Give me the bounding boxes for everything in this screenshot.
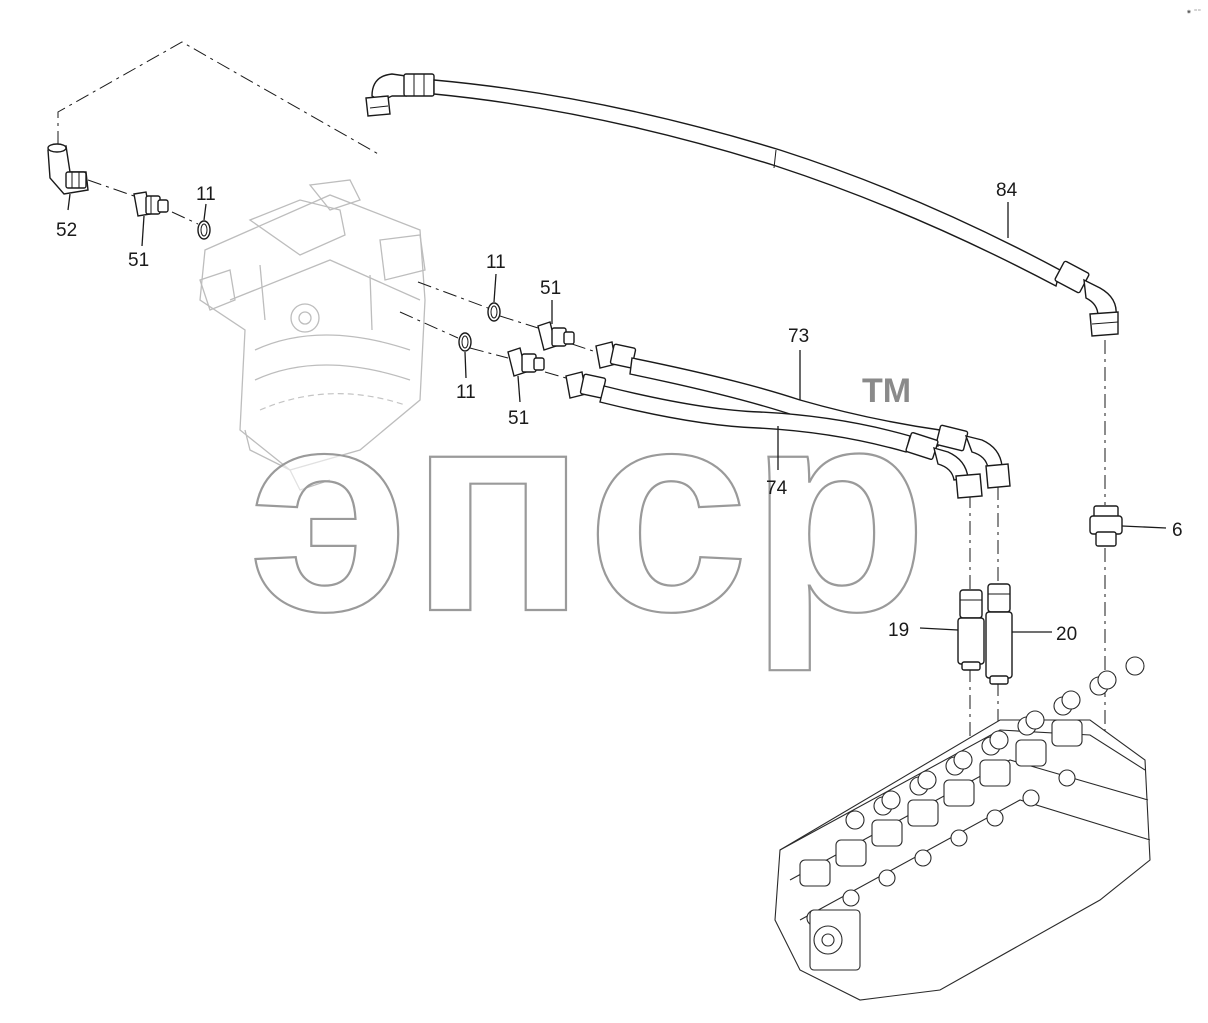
elbow-fitting-52 [47, 143, 89, 195]
callout-84: 84 [996, 180, 1018, 201]
valve-port [881, 790, 901, 810]
valve-spool-cap [799, 859, 831, 887]
leader-lines [67, 193, 1167, 633]
check-valve-19 [957, 589, 985, 671]
valve-port [989, 730, 1009, 750]
hose-84 [365, 73, 1119, 337]
o-ring-11-left-inner [200, 223, 208, 237]
hose-74 [565, 371, 983, 499]
callout-51-lower: 51 [508, 408, 529, 429]
check-valve-20 [985, 583, 1013, 685]
valve-bolt [986, 809, 1004, 827]
callout-73: 73 [788, 326, 809, 347]
callout-74: 74 [766, 478, 788, 499]
corner-mark: ⁕ ⁼⁼ [1186, 9, 1202, 16]
valve-spool-cap [979, 759, 1011, 787]
valve-bolt [1058, 769, 1076, 787]
valve-spool-cap [943, 779, 975, 807]
callout-6: 6 [1172, 520, 1183, 541]
o-ring-11-upper [487, 302, 501, 322]
valve-port [1125, 656, 1145, 676]
valve-port [1025, 710, 1045, 730]
valve-bolt [1022, 789, 1040, 807]
callout-20: 20 [1056, 624, 1077, 645]
valve-spool-cap [1015, 739, 1047, 767]
assembly-lines [57, 41, 1106, 798]
adapter-fitting-51-upper [537, 321, 575, 351]
valve-spool-cap [871, 819, 903, 847]
ghost-pump-housing [199, 179, 426, 491]
o-ring-11-left [197, 220, 211, 240]
o-ring-11-upper-inner [490, 305, 498, 319]
valve-bolt [950, 829, 968, 847]
watermark-logo: эпср TM [247, 347, 929, 675]
valve-spool-cap [1051, 719, 1083, 747]
adapter-fitting-51-lower [507, 347, 545, 377]
valve-bolt [842, 889, 860, 907]
valve-port [1097, 670, 1117, 690]
callout-11-lower: 11 [456, 382, 476, 403]
valve-bolt [914, 849, 932, 867]
watermark-trademark: TM [862, 372, 911, 410]
callout-52: 52 [56, 220, 77, 241]
callout-labels: 52 51 11 11 51 11 51 73 74 84 6 19 20 [56, 180, 1183, 645]
callout-11-left: 11 [196, 184, 216, 205]
valve-port [845, 810, 865, 830]
adapter-fitting-51-left [133, 191, 169, 217]
valve-port [1061, 690, 1081, 710]
control-valve-block [774, 656, 1151, 1001]
valve-bolt [878, 869, 896, 887]
callout-51-upper: 51 [540, 278, 561, 299]
callout-11-upper: 11 [486, 252, 506, 273]
watermark-text: эпср [248, 348, 928, 673]
o-ring-11-lower-inner [461, 335, 469, 349]
valve-port [917, 770, 937, 790]
callout-19: 19 [888, 620, 909, 641]
valve-spool-cap [907, 799, 939, 827]
adapter-fitting-6 [1089, 505, 1123, 547]
valve-port [953, 750, 973, 770]
o-ring-11-lower [458, 332, 472, 352]
callout-51-left: 51 [128, 250, 149, 271]
valve-spool-cap [835, 839, 867, 867]
